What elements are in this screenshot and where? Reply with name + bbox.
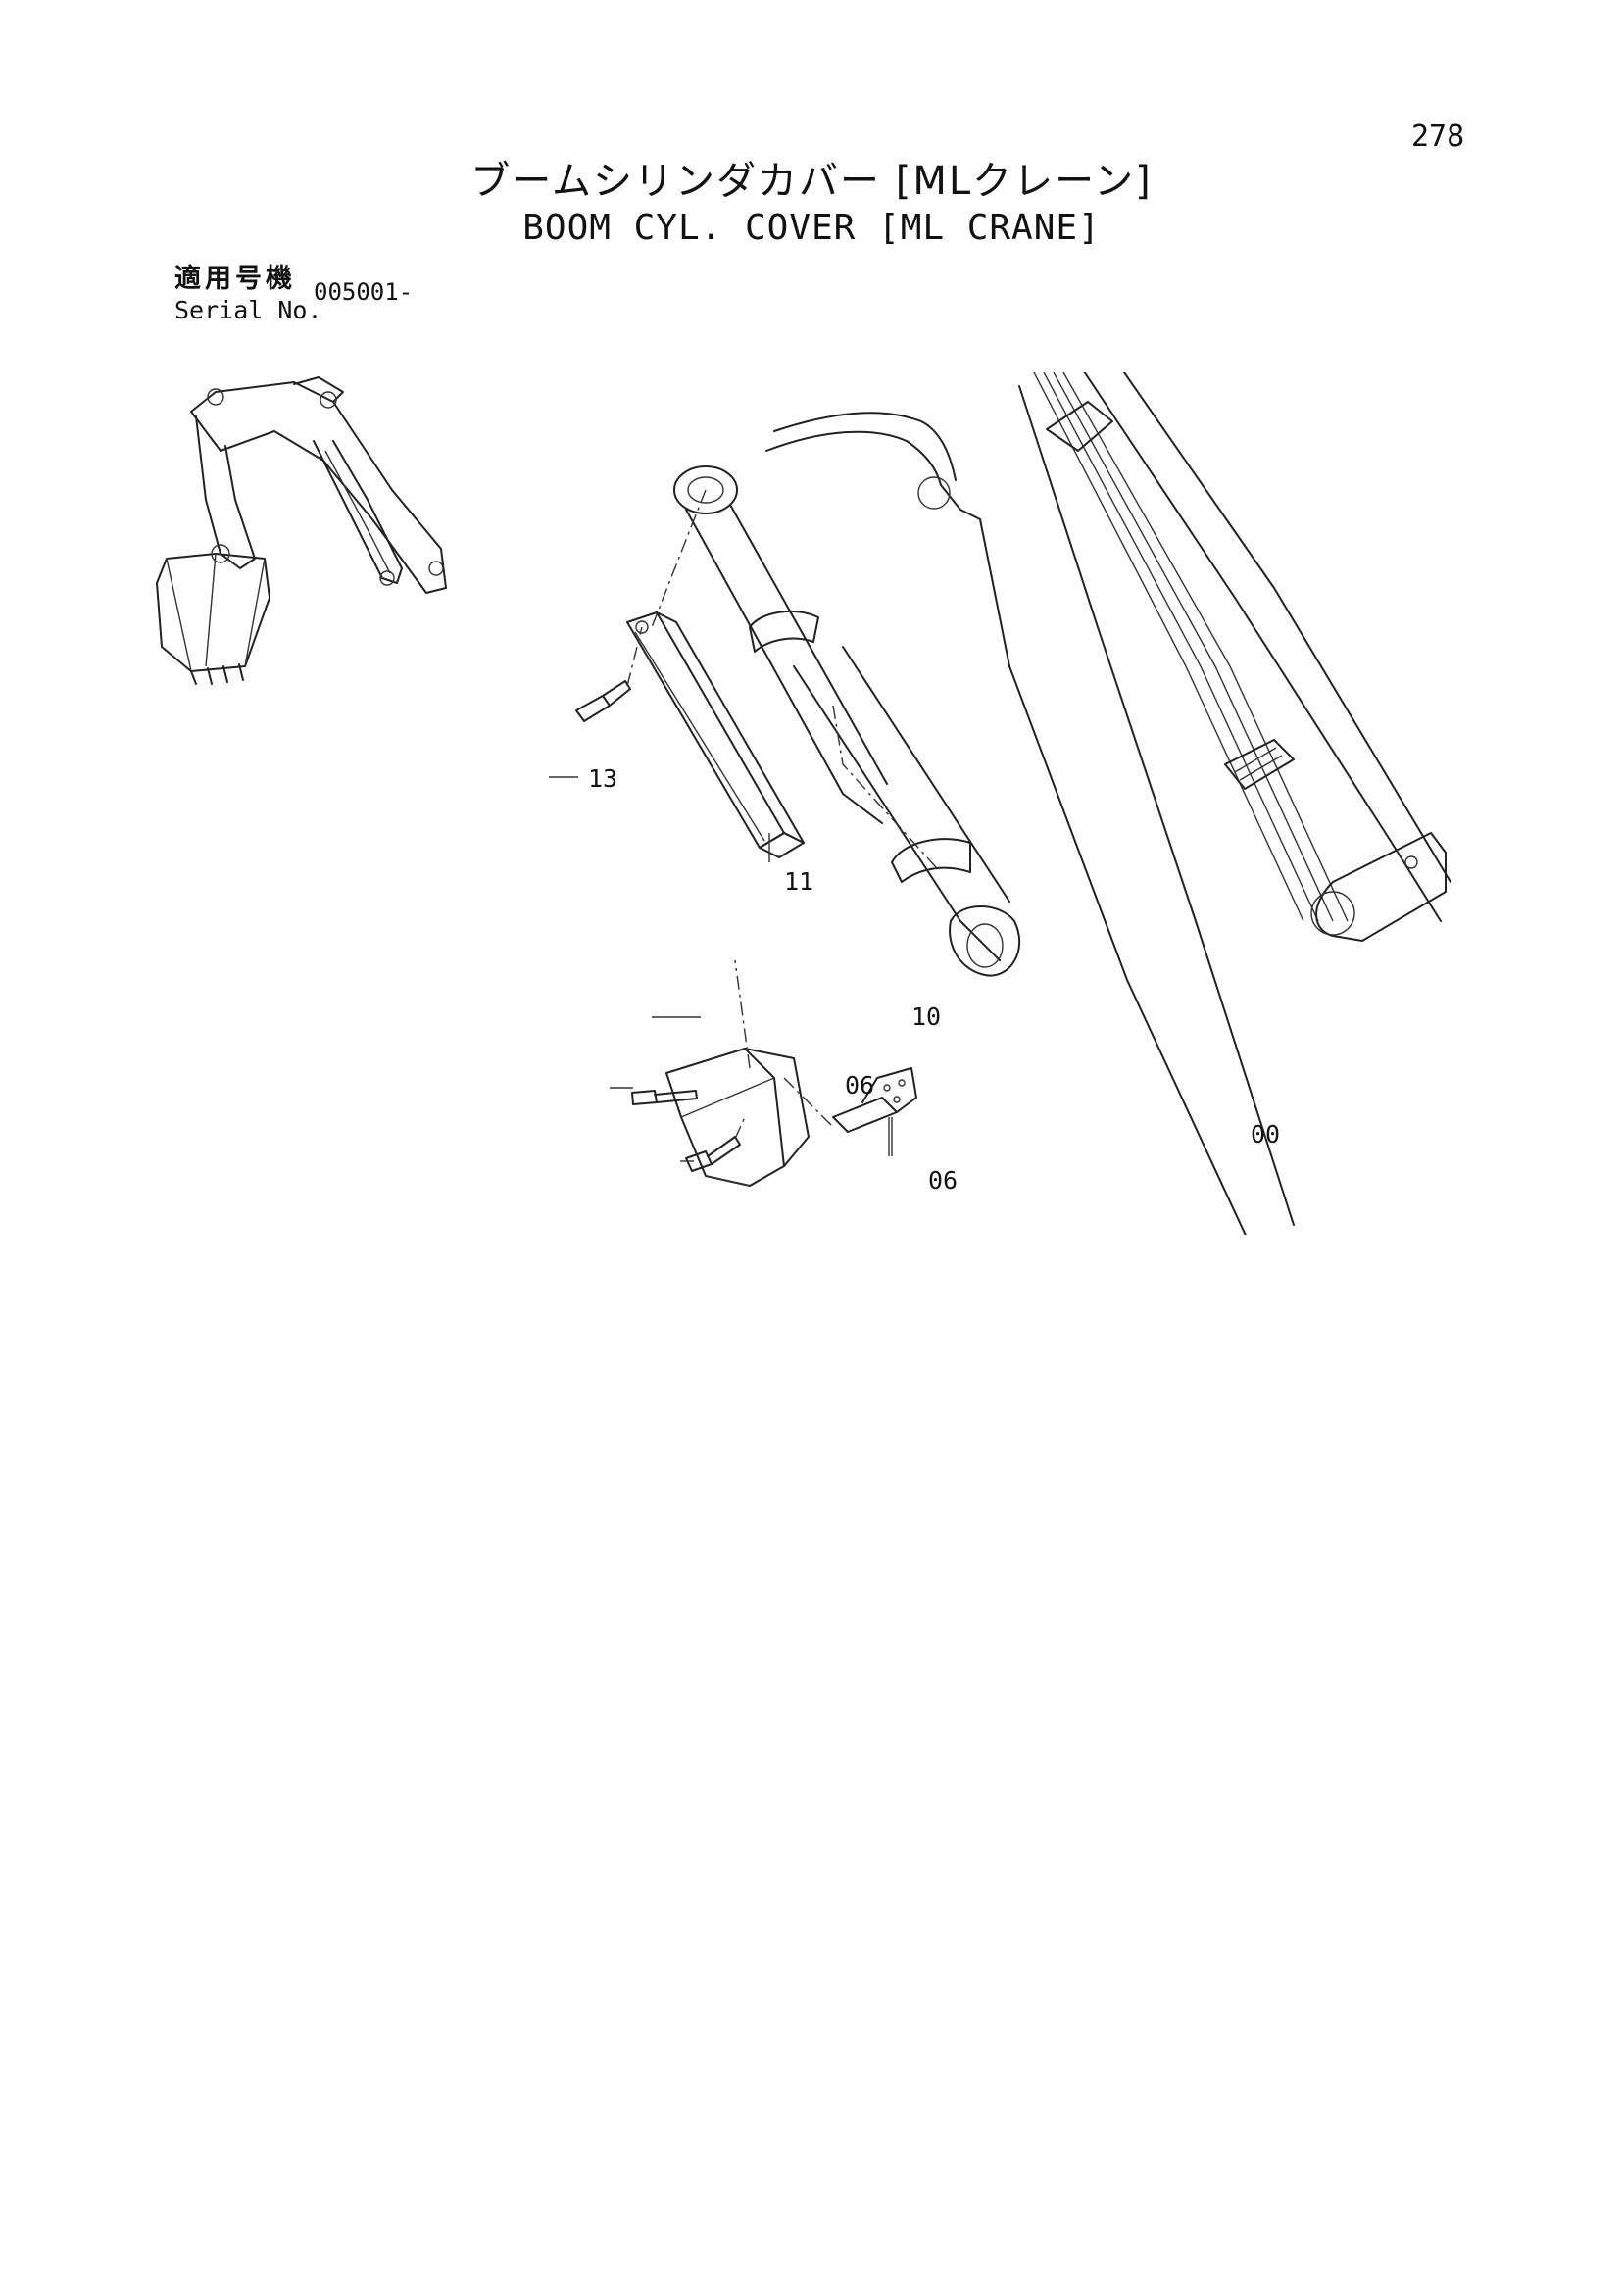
part-10-lower-cover bbox=[665, 959, 834, 1187]
page-title-japanese: ブームシリンダカバー [MLクレーン] bbox=[470, 159, 1153, 204]
boom-cylinder-cover-exploded-diagram bbox=[549, 372, 1451, 1235]
part-11-cylinder-cover bbox=[626, 611, 805, 858]
excavator-arm-drawing bbox=[156, 376, 447, 685]
part-06-bolt-lower bbox=[685, 1116, 746, 1172]
serial-number-value: 005001- bbox=[314, 278, 414, 306]
page-number: 278 bbox=[1411, 120, 1465, 154]
boom-cylinder bbox=[651, 465, 1021, 977]
page-title-english: BOOM CYL. COVER [ML CRANE] bbox=[522, 208, 1101, 248]
part-13-bolt bbox=[575, 626, 643, 722]
callout-06-lower: 06 bbox=[928, 1166, 959, 1195]
serial-label-english: Serial No. bbox=[174, 296, 322, 324]
callout-00: 00 bbox=[1251, 1120, 1281, 1148]
boom-structure bbox=[765, 372, 1451, 1235]
callout-leader-lines bbox=[549, 776, 890, 1162]
serial-label-japanese: 適用号機 bbox=[174, 264, 296, 294]
callout-10: 10 bbox=[911, 1002, 942, 1031]
part-00-bracket bbox=[832, 1067, 917, 1156]
part-06-bolt-upper bbox=[631, 1090, 698, 1105]
callout-06-upper: 06 bbox=[845, 1071, 875, 1099]
excavator-thumbnail-illustration bbox=[156, 376, 447, 685]
callout-13: 13 bbox=[588, 764, 618, 793]
callout-11: 11 bbox=[784, 867, 814, 896]
